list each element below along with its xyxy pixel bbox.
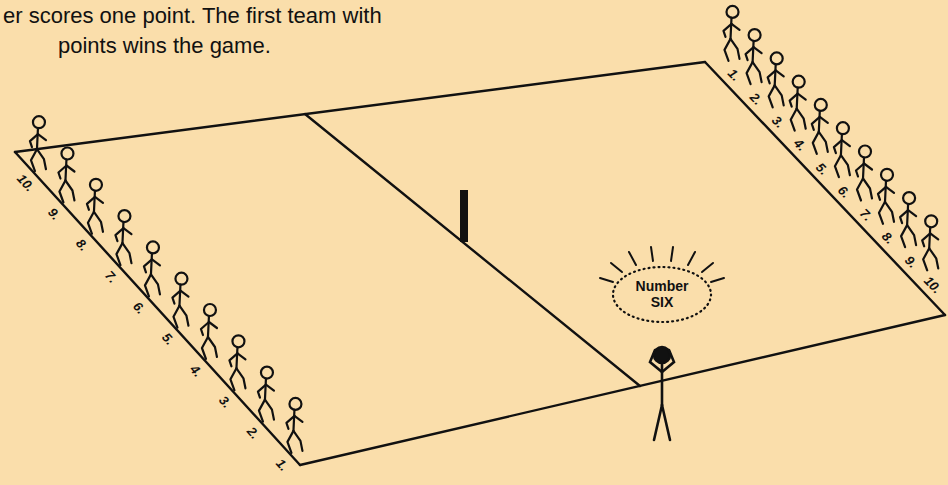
player-figure <box>58 148 74 203</box>
player-number: 8. <box>72 237 90 255</box>
player-figure <box>30 116 46 171</box>
player-figure <box>229 335 245 390</box>
player-number: 2. <box>243 425 261 443</box>
shout-rays <box>600 247 724 282</box>
center-line <box>305 114 640 386</box>
instruction-text: er scores one point. The first team with <box>3 3 382 28</box>
player-figure <box>172 273 188 328</box>
court-line <box>705 62 945 315</box>
player-figure <box>878 169 894 224</box>
player-number: 7. <box>101 268 119 286</box>
instruction-text: points wins the game. <box>58 33 271 58</box>
player-number: 1. <box>724 67 742 85</box>
player-number: 9. <box>44 206 62 224</box>
player-figure <box>746 29 762 84</box>
player-number: 7. <box>857 206 875 224</box>
player-figure <box>856 146 872 201</box>
player-number: 3. <box>215 393 233 411</box>
player-figure <box>724 6 740 61</box>
player-number: 2. <box>746 90 764 108</box>
court-line <box>15 62 705 152</box>
player-figure <box>87 179 103 234</box>
player-number: 5. <box>812 160 830 178</box>
court-line <box>15 152 300 465</box>
player-number: 3. <box>768 113 786 131</box>
referee-figure <box>650 347 674 440</box>
player-figure <box>258 367 274 422</box>
left-team <box>30 116 303 453</box>
speech-bubble: Number SIX <box>611 265 713 324</box>
player-number: 8. <box>879 230 897 248</box>
player-number: 5. <box>158 331 176 349</box>
court-lines <box>15 62 945 465</box>
player-figure <box>286 398 302 453</box>
player-figure <box>768 52 784 107</box>
court-line <box>300 315 945 465</box>
player-figure <box>201 304 217 359</box>
player-figure <box>834 122 850 177</box>
player-figure <box>115 210 131 265</box>
player-figure <box>144 241 160 296</box>
net-post <box>460 190 468 242</box>
right-team <box>724 6 939 270</box>
player-figure <box>922 215 938 270</box>
player-figure <box>900 192 916 247</box>
player-number: 10. <box>13 172 36 195</box>
player-number: 9. <box>901 253 919 271</box>
bubble-dots <box>613 267 711 322</box>
player-number: 4. <box>790 137 808 155</box>
player-number: 4. <box>186 362 204 380</box>
player-figure <box>790 76 806 131</box>
player-number: 6. <box>129 299 147 317</box>
player-number: 6. <box>835 183 853 201</box>
bubble-text: Number SIX <box>632 278 692 310</box>
player-figure <box>812 99 828 154</box>
player-number: 1. <box>272 456 290 474</box>
